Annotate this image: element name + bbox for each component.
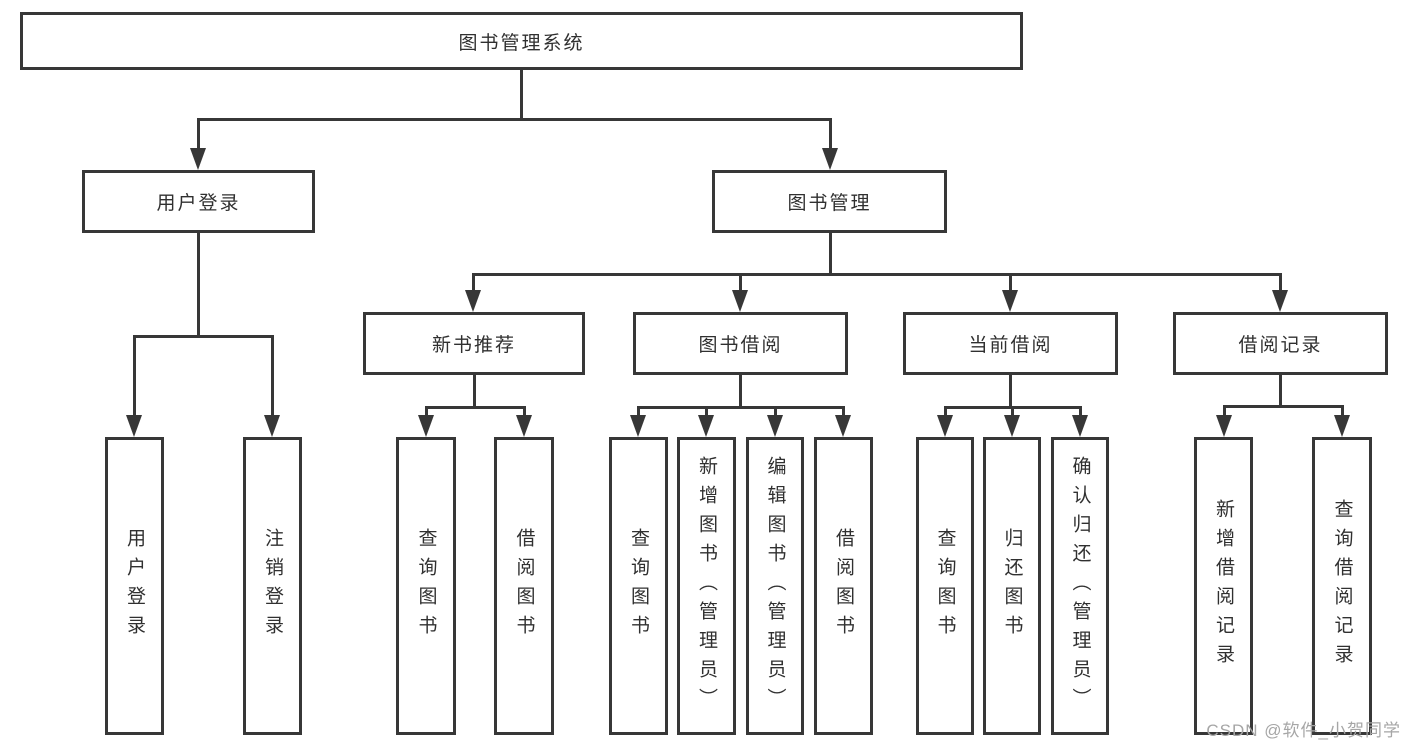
connector-bus-book-mgmt <box>472 273 1282 276</box>
node-root: 图书管理系统 <box>20 12 1023 70</box>
connector-arrowhead-user-login <box>264 415 280 437</box>
connector-drop-book-borrow <box>774 406 777 419</box>
node-leaf-rec-query: 查询借阅记录 <box>1312 437 1372 735</box>
connector-stem-book-mgmt <box>829 233 832 273</box>
node-label-leaf-cur-confirm: 确认归还（管理员） <box>1069 455 1091 717</box>
connector-arrowhead-root <box>822 148 838 170</box>
connector-arrowhead-current-borrow <box>1072 415 1088 437</box>
node-label-leaf-rec-add: 新增借阅记录 <box>1213 499 1234 673</box>
node-new-books: 新书推荐 <box>363 312 585 375</box>
node-book-borrow: 图书借阅 <box>633 312 848 375</box>
connector-drop-current-borrow <box>1079 406 1082 419</box>
node-leaf-new-borrow: 借阅图书 <box>494 437 554 735</box>
connector-arrowhead-book-mgmt <box>465 290 481 312</box>
node-label-new-books: 新书推荐 <box>431 335 516 356</box>
connector-drop-user-login <box>271 335 274 419</box>
node-label-leaf-cur-query: 查询图书 <box>934 528 956 644</box>
connector-drop-book-borrow <box>705 406 708 419</box>
connector-drop-current-borrow <box>1011 406 1014 419</box>
node-leaf-bb-edit: 编辑图书（管理员） <box>746 437 804 735</box>
node-label-root: 图书管理系统 <box>458 32 585 54</box>
connector-stem-new-books <box>473 375 476 406</box>
node-label-borrow-records: 借阅记录 <box>1238 335 1323 356</box>
node-borrow-records: 借阅记录 <box>1173 312 1388 375</box>
node-label-leaf-user-login: 用户登录 <box>124 528 145 644</box>
node-book-mgmt: 图书管理 <box>712 170 947 233</box>
node-leaf-rec-add: 新增借阅记录 <box>1194 437 1253 735</box>
connector-drop-current-borrow <box>944 406 947 419</box>
connector-arrowhead-current-borrow <box>937 415 953 437</box>
connector-arrowhead-book-mgmt <box>732 290 748 312</box>
connector-arrowhead-book-borrow <box>835 415 851 437</box>
connector-drop-borrow-records <box>1223 405 1226 419</box>
node-leaf-cur-query: 查询图书 <box>916 437 974 735</box>
connector-drop-new-books <box>425 406 428 419</box>
connector-stem-borrow-records <box>1279 375 1282 405</box>
connector-bus-borrow-records <box>1223 405 1344 408</box>
connector-arrowhead-book-borrow <box>767 415 783 437</box>
node-leaf-cur-confirm: 确认归还（管理员） <box>1051 437 1109 735</box>
node-leaf-logout: 注销登录 <box>243 437 302 735</box>
connector-drop-book-borrow <box>637 406 640 419</box>
connector-stem-book-borrow <box>739 375 742 406</box>
node-user-login: 用户登录 <box>82 170 315 233</box>
node-leaf-bb-query: 查询图书 <box>609 437 668 735</box>
connector-stem-user-login <box>197 233 200 335</box>
node-label-user-login: 用户登录 <box>156 193 241 214</box>
connector-arrowhead-new-books <box>418 415 434 437</box>
connector-drop-book-mgmt <box>739 273 742 294</box>
connector-arrowhead-borrow-records <box>1216 415 1232 437</box>
connector-bus-user-login <box>133 335 274 338</box>
node-label-leaf-bb-add: 新增图书（管理员） <box>696 455 717 717</box>
node-current-borrow: 当前借阅 <box>903 312 1118 375</box>
connector-arrowhead-book-borrow <box>630 415 646 437</box>
node-label-book-mgmt: 图书管理 <box>787 193 872 214</box>
connector-arrowhead-book-mgmt <box>1002 290 1018 312</box>
connector-drop-borrow-records <box>1341 405 1344 419</box>
node-leaf-user-login: 用户登录 <box>105 437 164 735</box>
connector-arrowhead-borrow-records <box>1334 415 1350 437</box>
node-label-leaf-bb-edit: 编辑图书（管理员） <box>764 455 786 717</box>
connector-drop-root <box>829 118 832 152</box>
node-label-leaf-bb-query: 查询图书 <box>628 528 649 644</box>
node-leaf-bb-add: 新增图书（管理员） <box>677 437 736 735</box>
connector-drop-book-mgmt <box>1279 273 1282 294</box>
connector-arrowhead-book-mgmt <box>1272 290 1288 312</box>
connector-drop-book-mgmt <box>472 273 475 294</box>
node-leaf-cur-return: 归还图书 <box>983 437 1041 735</box>
node-label-leaf-bb-borrow: 借阅图书 <box>833 528 854 644</box>
node-label-leaf-new-borrow: 借阅图书 <box>513 528 535 644</box>
node-label-leaf-rec-query: 查询借阅记录 <box>1331 499 1353 673</box>
connector-bus-book-borrow <box>637 406 845 409</box>
node-label-current-borrow: 当前借阅 <box>968 335 1053 356</box>
connector-bus-new-books <box>425 406 526 409</box>
connector-stem-current-borrow <box>1009 375 1012 406</box>
connector-drop-user-login <box>133 335 136 419</box>
connector-drop-new-books <box>523 406 526 419</box>
connector-drop-root <box>197 118 200 152</box>
connector-drop-book-mgmt <box>1009 273 1012 294</box>
connector-arrowhead-book-borrow <box>698 415 714 437</box>
connector-arrowhead-new-books <box>516 415 532 437</box>
connector-stem-root <box>520 70 523 118</box>
node-label-leaf-cur-return: 归还图书 <box>1001 528 1023 644</box>
connector-drop-book-borrow <box>842 406 845 419</box>
node-leaf-bb-borrow: 借阅图书 <box>814 437 873 735</box>
connector-arrowhead-root <box>190 148 206 170</box>
node-label-leaf-new-query: 查询图书 <box>415 528 437 644</box>
node-label-leaf-logout: 注销登录 <box>262 528 283 644</box>
csdn-watermark: CSDN @软件_小贺同学 <box>1206 721 1401 740</box>
node-leaf-new-query: 查询图书 <box>396 437 456 735</box>
connector-bus-root <box>197 118 832 121</box>
connector-arrowhead-current-borrow <box>1004 415 1020 437</box>
connector-arrowhead-user-login <box>126 415 142 437</box>
node-label-book-borrow: 图书借阅 <box>698 335 783 356</box>
